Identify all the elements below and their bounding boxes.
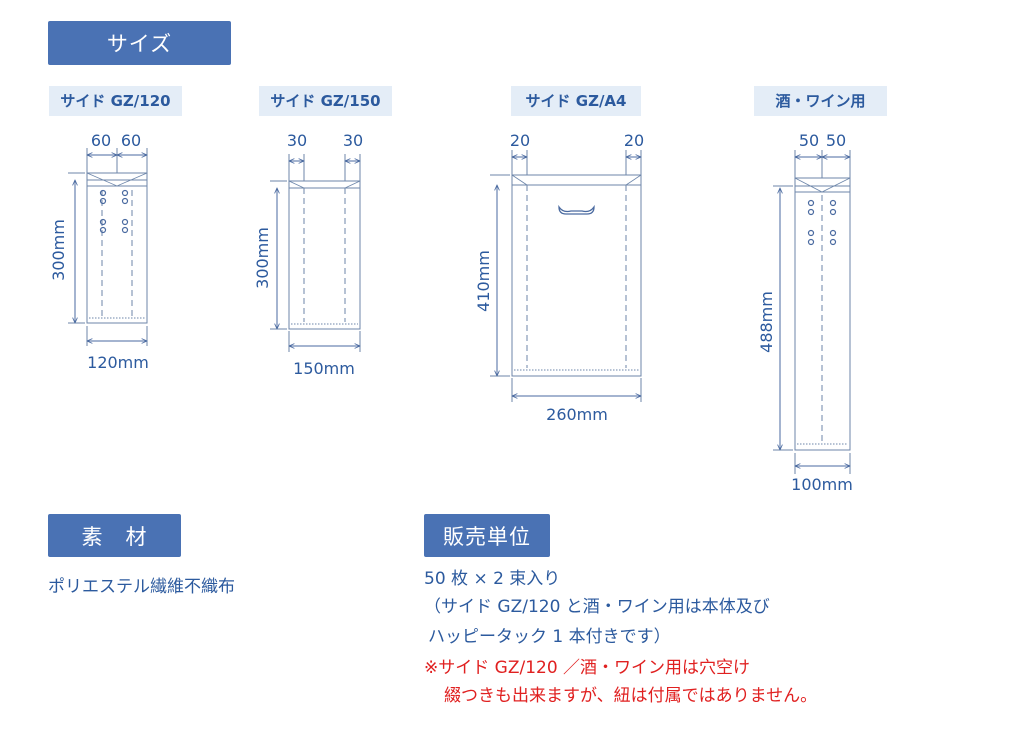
handle-hole bbox=[558, 204, 595, 215]
material-header: 素 材 bbox=[48, 514, 181, 557]
diagram-gza4: 20 20 410mm 260mm bbox=[474, 131, 644, 424]
dim-gz120-gusset-right: 60 bbox=[121, 131, 141, 150]
sales-line-2: （サイド GZ/120 と酒・ワイン用は本体及び bbox=[424, 597, 770, 617]
dim-gz150-width: 150mm bbox=[293, 359, 355, 378]
dim-gz120-width: 120mm bbox=[87, 353, 149, 372]
sales-line-1: 50 枚 × 2 束入り bbox=[424, 569, 561, 589]
diagram-gz120: 60 60 300mm 120mm bbox=[49, 131, 149, 372]
dim-gza4-width: 260mm bbox=[546, 405, 608, 424]
product-label-gz150: サイド GZ/150 bbox=[259, 86, 392, 116]
product-label-gza4: サイド GZ/A4 bbox=[511, 86, 641, 116]
punch-holes-gz120 bbox=[99, 189, 129, 234]
size-header: サイズ bbox=[48, 21, 231, 65]
dim-gz120-gusset-left: 60 bbox=[91, 131, 111, 150]
dim-wine-height: 488mm bbox=[757, 291, 776, 353]
product-label-wine: 酒・ワイン用 bbox=[754, 86, 887, 116]
dim-wine-width: 100mm bbox=[791, 475, 853, 494]
punch-holes-wine bbox=[807, 199, 837, 246]
dim-gz150-gusset-right: 30 bbox=[343, 131, 363, 150]
dim-wine-gusset-right: 50 bbox=[826, 131, 846, 150]
note-line-2: 綴つきも出来ますが、紐は付属ではありません。 bbox=[444, 686, 818, 706]
sales-unit-header: 販売単位 bbox=[424, 514, 550, 557]
material-text: ポリエステル繊維不織布 bbox=[48, 577, 235, 597]
sales-line-3: ハッピータック 1 本付きです） bbox=[428, 627, 671, 647]
dim-gza4-gusset-left: 20 bbox=[510, 131, 530, 150]
product-label-gz120: サイド GZ/120 bbox=[49, 86, 182, 116]
dim-gz150-gusset-left: 30 bbox=[287, 131, 307, 150]
dim-gz150-height: 300mm bbox=[253, 227, 272, 289]
diagram-gz150: 30 30 300mm 150mm bbox=[253, 131, 363, 378]
dim-wine-gusset-left: 50 bbox=[799, 131, 819, 150]
diagram-wine: 50 50 488mm 100mm bbox=[757, 131, 853, 494]
dim-gza4-height: 410mm bbox=[474, 250, 493, 312]
dim-gz120-height: 300mm bbox=[49, 219, 68, 281]
note-line-1: ※サイド GZ/120 ／酒・ワイン用は穴空け bbox=[424, 658, 751, 678]
dim-gza4-gusset-right: 20 bbox=[624, 131, 644, 150]
